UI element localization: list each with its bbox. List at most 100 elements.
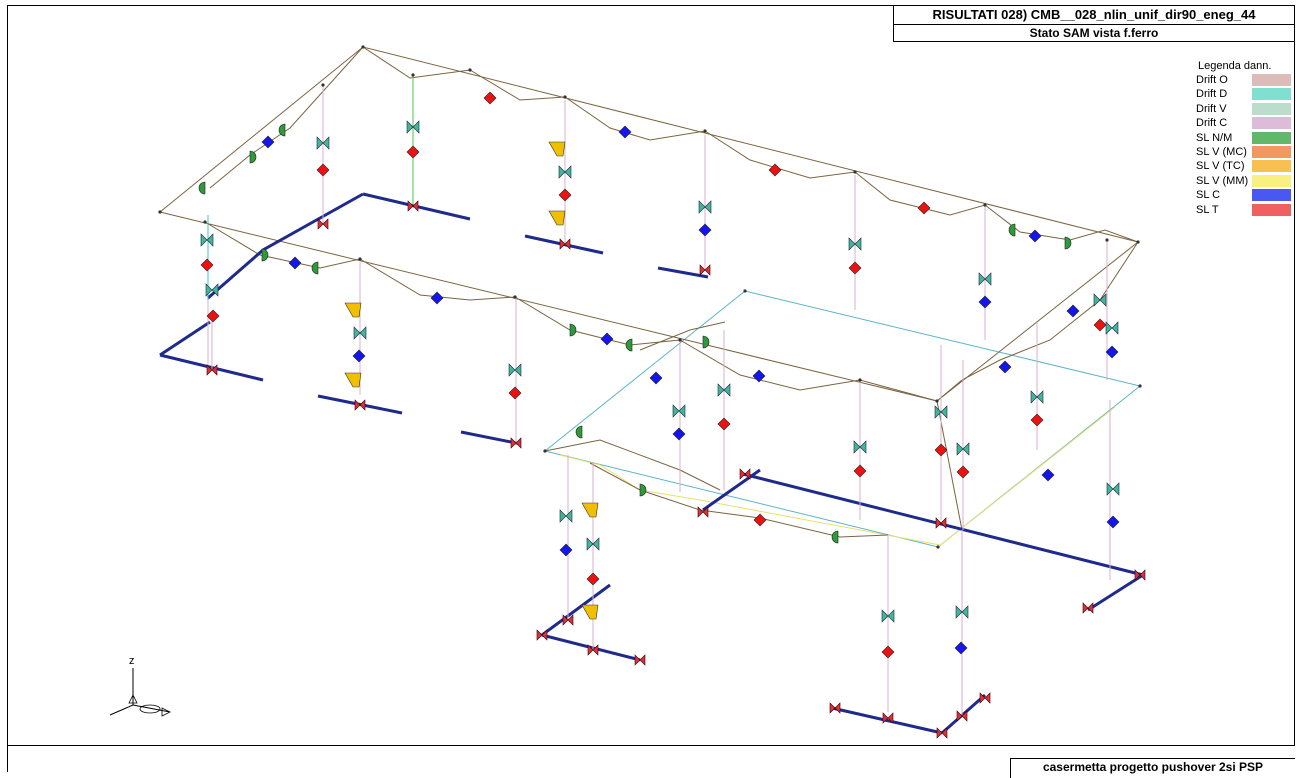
shear-damage-bowtie xyxy=(853,440,867,454)
node-dot xyxy=(321,83,325,87)
legend-item: Drift V xyxy=(1196,102,1296,116)
collapse-diamond xyxy=(881,645,895,659)
legend-swatch xyxy=(1252,203,1291,216)
shear-limit-diamond xyxy=(698,223,712,237)
results-title: RISULTATI 028) CMB__028_nlin_unif_dir90_… xyxy=(894,6,1294,25)
flexure-damage-semicircle xyxy=(198,181,206,195)
view-subtitle: Stato SAM vista f.ferro xyxy=(1029,26,1159,40)
slab-outline xyxy=(544,290,1142,548)
collapse-diamond xyxy=(753,513,767,527)
shear-damage-trapezoid xyxy=(548,141,566,157)
legend-swatch xyxy=(1252,74,1291,86)
roof-beam xyxy=(159,211,938,402)
project-name: casermetta progetto pushover 2si PSP xyxy=(1010,758,1295,778)
foundation-beam xyxy=(159,320,211,357)
node-dot xyxy=(678,338,682,342)
legend-item-label: SL V (MC) xyxy=(1196,145,1247,158)
shear-limit-diamond xyxy=(288,256,302,270)
node-dot xyxy=(703,129,707,133)
foundation-beam xyxy=(541,633,641,662)
node-dot xyxy=(158,210,162,214)
base-bowtie xyxy=(1082,602,1094,614)
shear-limit-diamond xyxy=(1041,468,1055,482)
legend-item-label: Drift C xyxy=(1196,117,1228,130)
legend-swatch xyxy=(1252,131,1291,144)
collapse-diamond xyxy=(406,145,420,159)
collapse-diamond xyxy=(717,417,731,431)
shear-damage-trapezoid xyxy=(344,302,362,318)
collapse-diamond xyxy=(917,201,931,215)
legend-item-label: SL C xyxy=(1196,189,1221,202)
base-bowtie xyxy=(510,437,522,449)
flexure-damage-semicircle xyxy=(569,323,577,337)
collapse-diamond xyxy=(586,572,600,586)
base-bowtie xyxy=(935,517,947,529)
flexure-damage-semicircle xyxy=(639,483,647,497)
legend-swatch xyxy=(1252,102,1291,115)
legend-item-label: Drift V xyxy=(1196,102,1227,115)
node-dot xyxy=(358,257,362,261)
shear-limit-diamond xyxy=(618,125,632,139)
shear-damage-bowtie xyxy=(934,405,948,419)
node-dot xyxy=(203,220,207,224)
shear-damage-bowtie xyxy=(848,237,862,251)
shear-limit-diamond xyxy=(559,543,573,557)
shear-limit-diamond xyxy=(1028,229,1042,243)
shear-damage-bowtie xyxy=(672,404,686,418)
collapse-diamond xyxy=(768,163,782,177)
legend-item: SL T xyxy=(1196,203,1296,217)
shear-limit-diamond xyxy=(1106,515,1120,529)
foundation-beam xyxy=(941,693,986,735)
flexure-damage-semicircle xyxy=(311,261,319,275)
flexure-damage-semicircle xyxy=(1008,223,1016,237)
legend-swatch xyxy=(1252,117,1291,130)
base-bowtie xyxy=(1134,569,1146,581)
flexure-damage-semicircle xyxy=(249,150,257,164)
node-dot xyxy=(983,203,987,207)
shear-damage-bowtie xyxy=(1106,482,1120,496)
node-dot xyxy=(543,449,547,453)
shear-damage-bowtie xyxy=(978,272,992,286)
node-dot xyxy=(411,73,415,77)
shear-damage-bowtie xyxy=(881,609,895,623)
shear-limit-diamond xyxy=(649,371,663,385)
node-dot xyxy=(361,45,365,49)
shear-limit-diamond xyxy=(998,360,1012,374)
base-bowtie xyxy=(956,710,968,722)
base-bowtie xyxy=(699,264,711,276)
collapse-diamond xyxy=(200,258,214,272)
collapse-diamond xyxy=(558,188,572,202)
base-bowtie xyxy=(634,654,646,666)
collapse-diamond xyxy=(934,443,948,457)
flexure-damage-semicircle xyxy=(278,123,286,137)
shear-limit-diamond xyxy=(352,349,366,363)
base-bowtie xyxy=(829,702,841,714)
title-block: RISULTATI 028) CMB__028_nlin_unif_dir90_… xyxy=(893,5,1295,42)
node-dot xyxy=(853,170,857,174)
base-bowtie xyxy=(562,614,574,626)
collapse-diamond xyxy=(508,386,522,400)
shear-damage-trapezoid xyxy=(344,372,362,388)
legend-item-label: Drift O xyxy=(1196,74,1228,86)
node-dot xyxy=(743,289,747,293)
base-bowtie xyxy=(536,629,548,641)
legend-item: Drift D xyxy=(1196,87,1296,101)
legend-item: SL V (MC) xyxy=(1196,145,1296,159)
axis-arrow xyxy=(128,694,138,704)
base-bowtie xyxy=(882,712,894,724)
base-bowtie xyxy=(739,468,751,480)
collapse-diamond xyxy=(848,261,862,275)
beam xyxy=(639,321,726,351)
node-dot xyxy=(935,399,939,403)
legend-item: Drift O xyxy=(1196,73,1296,87)
node-dot xyxy=(513,295,517,299)
legend-swatch xyxy=(1252,189,1291,202)
foundation-beam xyxy=(831,706,943,735)
legend-item-label: SL V (MM) xyxy=(1196,174,1249,187)
legend-swatch xyxy=(1252,174,1291,187)
bottom-left-tick xyxy=(7,745,8,772)
shear-damage-bowtie xyxy=(559,509,573,523)
shear-damage-trapezoid xyxy=(548,210,566,226)
flexure-damage-semicircle xyxy=(261,248,269,262)
